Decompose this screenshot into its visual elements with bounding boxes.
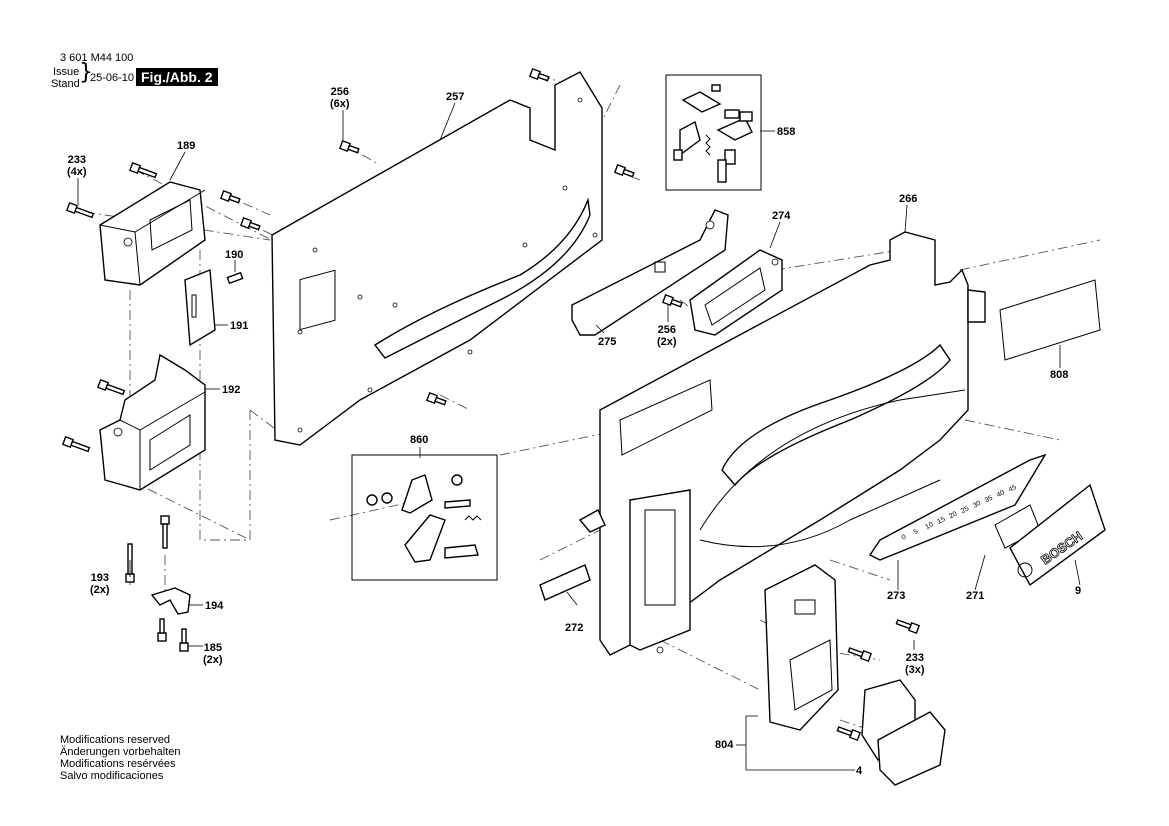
callout-275: 275 [598, 336, 616, 348]
callout-num: 192 [222, 384, 241, 396]
callout-num: 273 [887, 590, 906, 602]
bracket-274 [689, 249, 783, 336]
doc-number: 3 601 M44 100 [60, 52, 134, 64]
note-line-fr: Modifications resérvées [60, 758, 176, 770]
callout-860: 860 [410, 434, 428, 446]
scale-tick-label: 20 [948, 511, 958, 521]
callout-189: 189 [177, 140, 195, 152]
callout-num: 191 [230, 320, 249, 332]
housing-189 [99, 181, 206, 286]
scale-tick-label: 15 [936, 516, 946, 526]
callout-804: 804 [715, 739, 733, 751]
callout-256-mid: 256 (2x) [657, 324, 677, 348]
label-808 [999, 279, 1101, 361]
callout-233-bot: 233 (3x) [905, 652, 925, 676]
screws [61, 67, 921, 742]
scale-tick-label: 5 [913, 528, 920, 536]
scale-tick-label: 25 [960, 505, 970, 515]
callout-185: 185 (2x) [203, 642, 223, 666]
callout-num: 266 [899, 193, 918, 205]
callout-num: 272 [565, 622, 584, 634]
logo-plate-9: BOSCH [1009, 483, 1106, 587]
callout-num: 4 [856, 765, 863, 777]
clip-194 [150, 587, 191, 615]
callout-9: 9 [1075, 585, 1081, 597]
callout-272: 272 [565, 622, 583, 634]
callout-num: 804 [715, 739, 734, 751]
plate-272 [539, 564, 591, 601]
callout-273: 273 [887, 590, 905, 602]
brace-glyph: } [79, 60, 93, 85]
callout-num: 808 [1050, 369, 1069, 381]
modifications-notes: Modifications reserved Änderungen vorbeh… [60, 734, 180, 782]
callout-274: 274 [772, 210, 790, 222]
note-line-en: Modifications reserved [60, 734, 171, 746]
bracket-192 [99, 353, 206, 491]
callout-num: 233 [905, 652, 924, 664]
issue-label: Issue [53, 66, 80, 78]
callout-808: 808 [1050, 369, 1068, 381]
leader-lines [77, 102, 1081, 771]
switch-housing-804 [764, 564, 839, 731]
callout-233-top: 233 (4x) [67, 154, 87, 178]
callout-271: 271 [966, 590, 984, 602]
screw-190 [226, 271, 244, 285]
callout-num: 193 [90, 572, 109, 584]
callout-192: 192 [222, 384, 240, 396]
scale-tick-label: 10 [924, 521, 934, 531]
callout-num: 190 [225, 249, 244, 261]
callout-num: 275 [598, 336, 617, 348]
callout-858: 858 [777, 126, 795, 138]
callout-4: 4 [856, 765, 862, 777]
main-panel-266 [578, 231, 986, 656]
callout-qty: (2x) [90, 584, 110, 596]
switch-4 [861, 679, 946, 786]
figure-label: Fig./Abb. 2 [136, 68, 218, 86]
callout-num: 858 [777, 126, 796, 138]
scale-tick-label: 0 [901, 534, 908, 542]
note-line-es: Salvo modificaciones [60, 770, 164, 782]
callout-num: 194 [205, 600, 224, 612]
issue-date: 25-06-10 [90, 72, 135, 84]
callout-num: 233 [67, 154, 86, 166]
callout-qty: (6x) [330, 98, 350, 110]
rail-275 [571, 209, 729, 336]
callout-256-top: 256 (6x) [330, 86, 350, 110]
callout-num: 185 [203, 642, 222, 654]
blade-guard-plate [271, 71, 603, 446]
scale-tick-label: 45 [1008, 484, 1018, 494]
kit-858 [665, 74, 762, 191]
callout-266: 266 [899, 193, 917, 205]
scale-tick-label: 35 [984, 495, 994, 505]
callout-num: 189 [177, 140, 196, 152]
kit-860 [351, 454, 498, 581]
callout-num: 256 [330, 86, 349, 98]
callout-qty: (4x) [67, 166, 87, 178]
callout-qty: (2x) [657, 336, 677, 348]
scale-tick-label: 30 [972, 500, 982, 510]
callout-qty: (2x) [203, 654, 223, 666]
stand-label: Stand [51, 78, 80, 90]
callout-num: 274 [772, 210, 791, 222]
callout-num: 257 [446, 91, 465, 103]
callout-257: 257 [446, 91, 464, 103]
callout-193: 193 (2x) [90, 572, 110, 596]
callout-qty: (3x) [905, 664, 925, 676]
callout-num: 9 [1075, 585, 1082, 597]
plate-191 [184, 268, 216, 347]
scale-tick-label: 40 [996, 489, 1006, 499]
callout-num: 271 [966, 590, 985, 602]
callout-190: 190 [225, 249, 243, 261]
callout-191: 191 [230, 320, 248, 332]
callout-194: 194 [205, 600, 223, 612]
note-line-de: Änderungen vorbehalten [60, 746, 181, 758]
callout-num: 860 [410, 434, 429, 446]
callout-num: 256 [657, 324, 676, 336]
